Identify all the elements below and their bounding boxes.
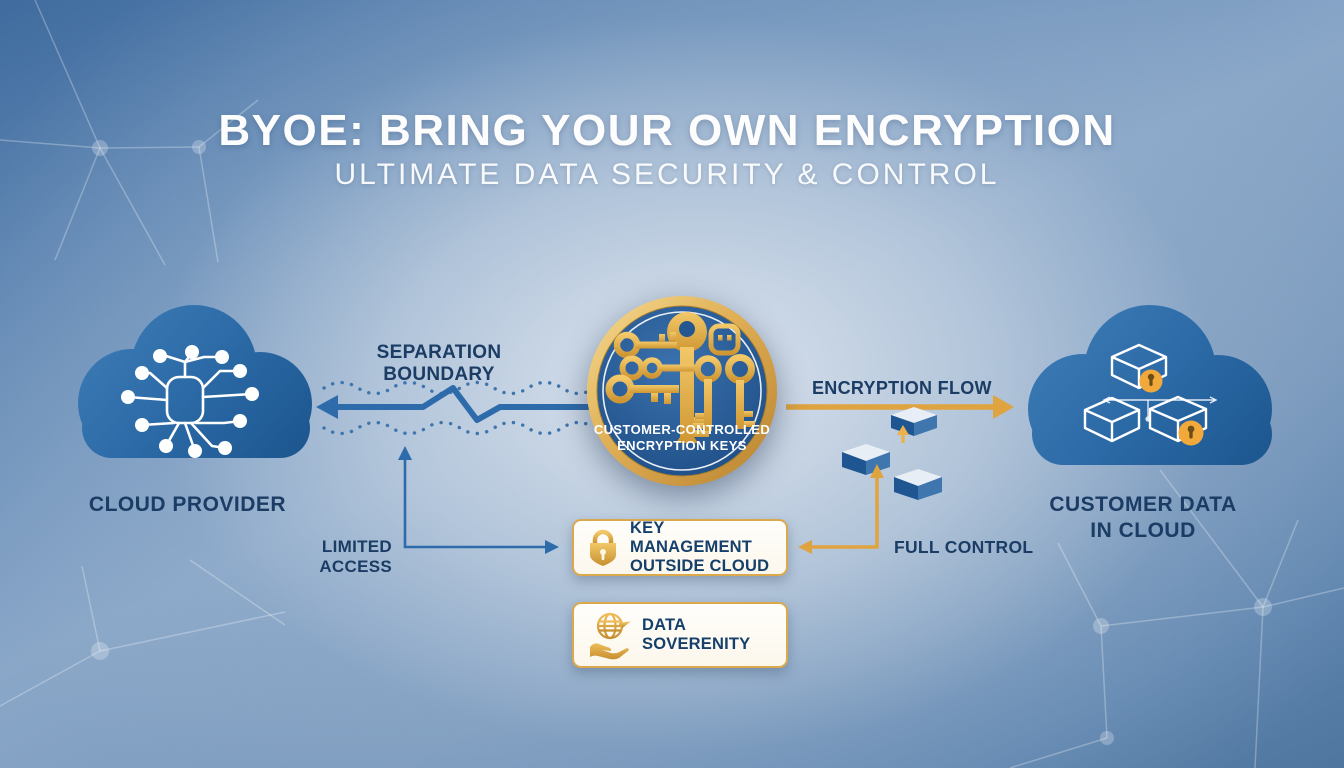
cloud-provider-label: CLOUD PROVIDER (88, 493, 287, 516)
cloud-provider-cloud (78, 305, 312, 458)
limited-access-label: LIMITED ACCESS (319, 537, 392, 576)
golden-keys-icon (605, 312, 755, 443)
lock-badges (1139, 369, 1204, 446)
page-subtitle: ULTIMATE DATA SECURITY & CONTROL (334, 158, 1000, 191)
encryption-flow-arrow (786, 395, 1014, 419)
encryption-keys-emblem: CUSTOMER-CONTROLLED ENCRYPTION KEYS (582, 291, 782, 491)
padlock-icon (590, 529, 616, 566)
page-title: BYOE: BRING YOUR OWN ENCRYPTION (218, 106, 1116, 155)
key-management-line2: OUTSIDE CLOUD (630, 557, 770, 575)
cube-link-arrows (1102, 396, 1218, 417)
separation-boundary-label: SEPARATION BOUNDARY (376, 342, 502, 385)
cube-up-arrow (897, 425, 909, 443)
key-management-callout: KEY MANAGEMENT OUTSIDE CLOUD (572, 519, 788, 576)
data-sovereignty-line1: DATA (642, 616, 687, 634)
separation-boundary-arrow (316, 385, 592, 423)
customer-data-label: CUSTOMER DATA IN CLOUD (1040, 492, 1246, 544)
emblem-text-line2: ENCRYPTION KEYS (617, 438, 747, 453)
separation-boundary-dotted-waves (322, 380, 596, 436)
encrypted-data-cubes (842, 407, 942, 500)
globe-in-hand-icon (590, 612, 631, 660)
full-control-label: FULL CONTROL (894, 537, 1034, 557)
customer-data-label-line1: CUSTOMER DATA (1049, 493, 1237, 516)
customer-data-label-line2: IN CLOUD (1090, 519, 1196, 542)
network-node-dots (121, 345, 259, 458)
customer-data-cloud (1028, 305, 1272, 465)
emblem-text-line1: CUSTOMER-CONTROLLED (594, 422, 770, 437)
limited-access-arrow (398, 446, 559, 554)
data-sovereignty-callout: DATA SOVERENITY (572, 602, 788, 668)
encryption-flow-label: ENCRYPTION FLOW (812, 378, 992, 398)
full-control-arrow (798, 464, 884, 554)
data-sovereignty-line2: SOVERENITY (642, 635, 751, 653)
key-management-line1: KEY MANAGEMENT (630, 519, 753, 556)
